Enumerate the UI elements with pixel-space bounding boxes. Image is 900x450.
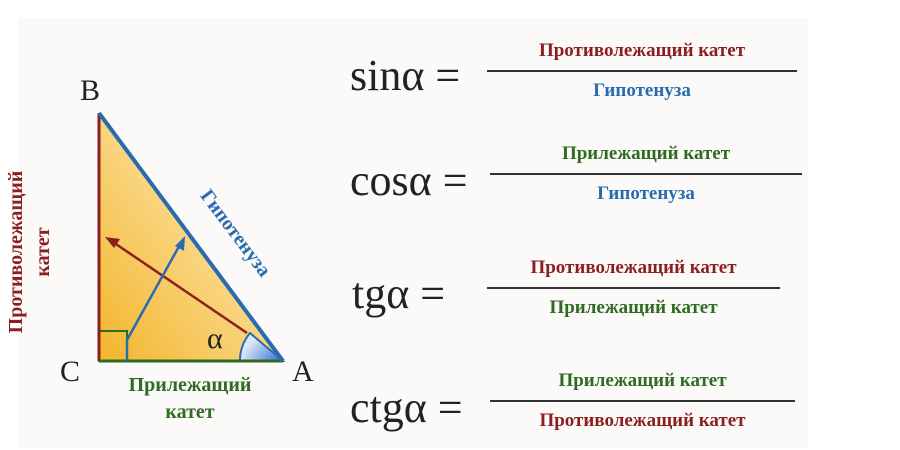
opposite-label-line2: катет <box>32 227 54 277</box>
opposite-label-line1: Противолежащий <box>5 170 27 334</box>
ctg-fraction: Прилежащий катет Противолежащий катет <box>490 370 795 432</box>
hypotenuse-arrow <box>125 240 184 361</box>
cos-lhs: cosα = <box>350 156 468 205</box>
sin-numerator: Противолежащий катет <box>538 40 746 61</box>
hypotenuse <box>97 111 285 363</box>
adjacent-label: Прилежащий катет <box>100 372 280 426</box>
vertex-c: C <box>60 355 81 388</box>
hypotenuse-arrowhead <box>175 236 185 251</box>
fraction-bar <box>487 70 797 72</box>
ctg-lhs: ctgα = <box>350 383 463 432</box>
sin-denominator: Гипотенуза <box>593 80 691 101</box>
fraction-bar <box>487 287 780 289</box>
angle-label: α <box>207 322 223 355</box>
adjacent-label-line1: Прилежащий <box>128 374 252 396</box>
tg-denominator: Прилежащий катет <box>549 297 718 318</box>
tg-fraction: Противолежащий катет Прилежащий катет <box>487 257 780 319</box>
tg-numerator: Противолежащий катет <box>530 257 737 278</box>
sin-fraction: Противолежащий катет Гипотенуза <box>487 40 797 102</box>
tg-lhs: tgα = <box>352 269 446 318</box>
cos-fraction: Прилежащий катет Гипотенуза <box>490 143 802 205</box>
opposite-arrowhead <box>105 237 120 248</box>
cos-denominator: Гипотенуза <box>597 183 695 204</box>
cos-numerator: Прилежащий катет <box>561 143 731 164</box>
opposite-arrow <box>109 238 248 335</box>
vertex-b: B <box>80 74 101 107</box>
opposite-label: Противолежащий катет <box>3 152 57 352</box>
fraction-bar <box>490 400 795 402</box>
sin-lhs: sinα = <box>350 51 461 100</box>
vertex-a: A <box>292 355 314 388</box>
ctg-denominator: Противолежащий катет <box>539 410 746 431</box>
fraction-bar <box>490 173 802 175</box>
adjacent-label-line2: катет <box>165 401 215 423</box>
ctg-numerator: Прилежащий катет <box>558 370 727 391</box>
